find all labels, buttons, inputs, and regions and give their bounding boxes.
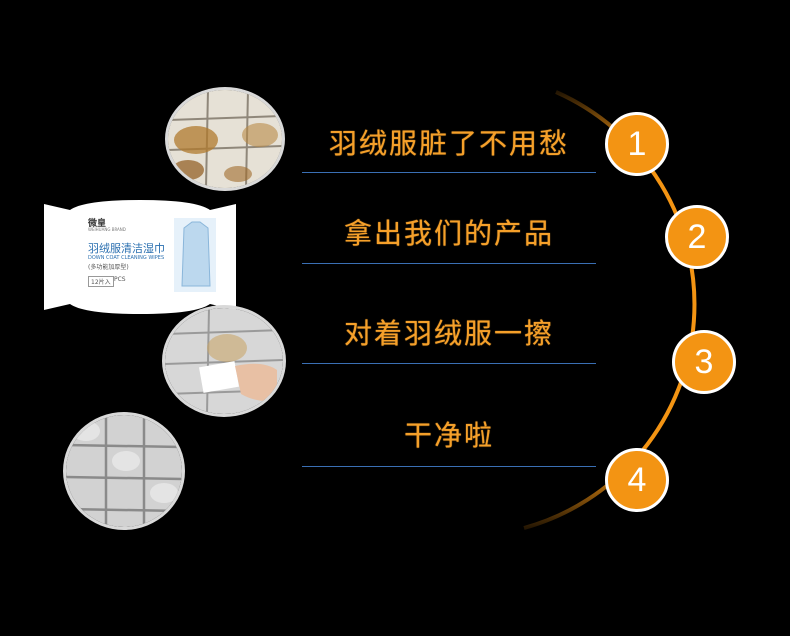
step-2-text: 拿出我们的产品 [343, 217, 554, 250]
dirty-jacket-image [168, 90, 282, 188]
package-subtitle: (多功能加厚型) [88, 264, 129, 271]
step-1-text: 羽绒服脏了不用愁 [328, 127, 569, 160]
step-3-badge: 3 [672, 330, 736, 394]
step-1-divider [302, 172, 596, 173]
package-size: 12片入 [88, 276, 114, 287]
package-brand: 微皇 [88, 219, 107, 229]
step-4-badge: 4 [605, 448, 669, 512]
step-3-divider [302, 363, 596, 364]
package-brand-sub: WEIHUANG BRAND [88, 227, 126, 232]
step-3-text: 对着羽绒服一擦 [343, 317, 554, 350]
package-name-cn: 羽绒服清洁湿巾 [88, 242, 165, 255]
step-1-badge: 1 [605, 112, 669, 176]
wiping-image [165, 308, 283, 414]
package-name-en: DOWN COAT CLEANING WIPES [88, 255, 165, 261]
step-4-text: 干净啦 [403, 419, 494, 452]
wipes-package-image [44, 200, 236, 314]
dirty-jacket-photo [165, 87, 285, 191]
clean-jacket-image [66, 415, 182, 527]
wiping-photo [162, 305, 286, 417]
package-unit: PCS [114, 276, 126, 283]
step-4-divider [302, 466, 596, 467]
step-2-divider [302, 263, 596, 264]
step-2-badge: 2 [665, 205, 729, 269]
product-package: 微皇 WEIHUANG BRAND 羽绒服清洁湿巾 DOWN COAT CLEA… [44, 200, 236, 314]
clean-jacket-photo [63, 412, 185, 530]
